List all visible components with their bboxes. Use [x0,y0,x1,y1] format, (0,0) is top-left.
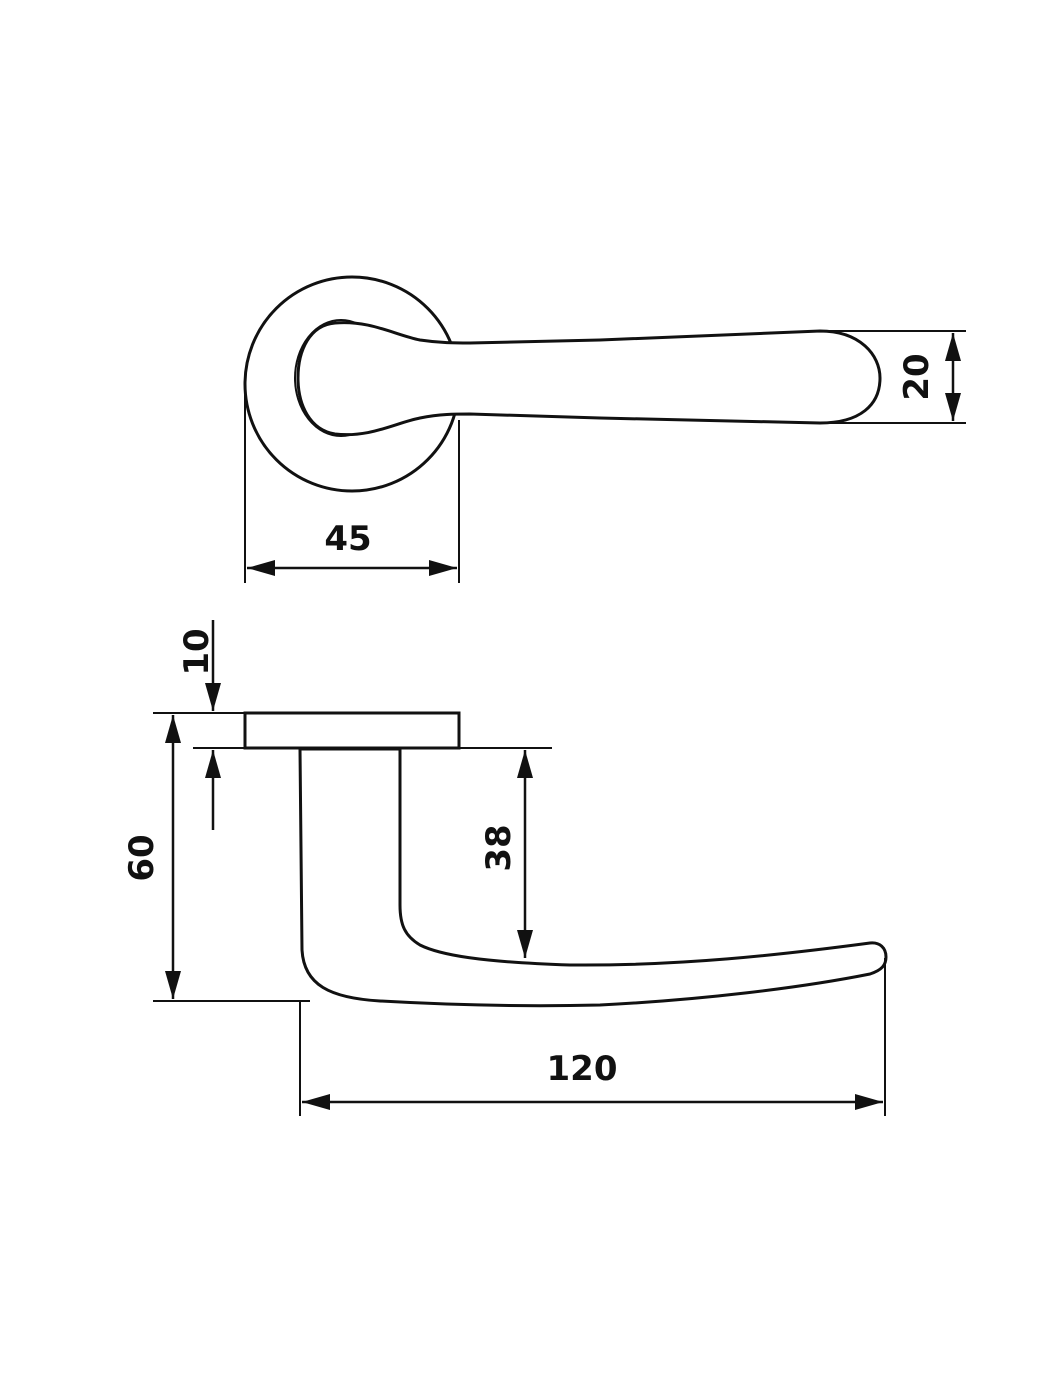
dim-label-20: 20 [897,353,937,400]
dim-label-60: 60 [122,834,162,881]
dim-label-45: 45 [324,519,371,559]
dim-label-10: 10 [177,628,217,675]
handle-lever-side [298,747,888,1008]
side-view: 10 60 38 120 [122,620,888,1116]
dim-label-120: 120 [547,1049,618,1089]
handle-lever-top [296,321,882,437]
rose-side [243,711,461,750]
top-view: 45 20 [243,275,966,583]
dim-label-38: 38 [479,824,519,871]
